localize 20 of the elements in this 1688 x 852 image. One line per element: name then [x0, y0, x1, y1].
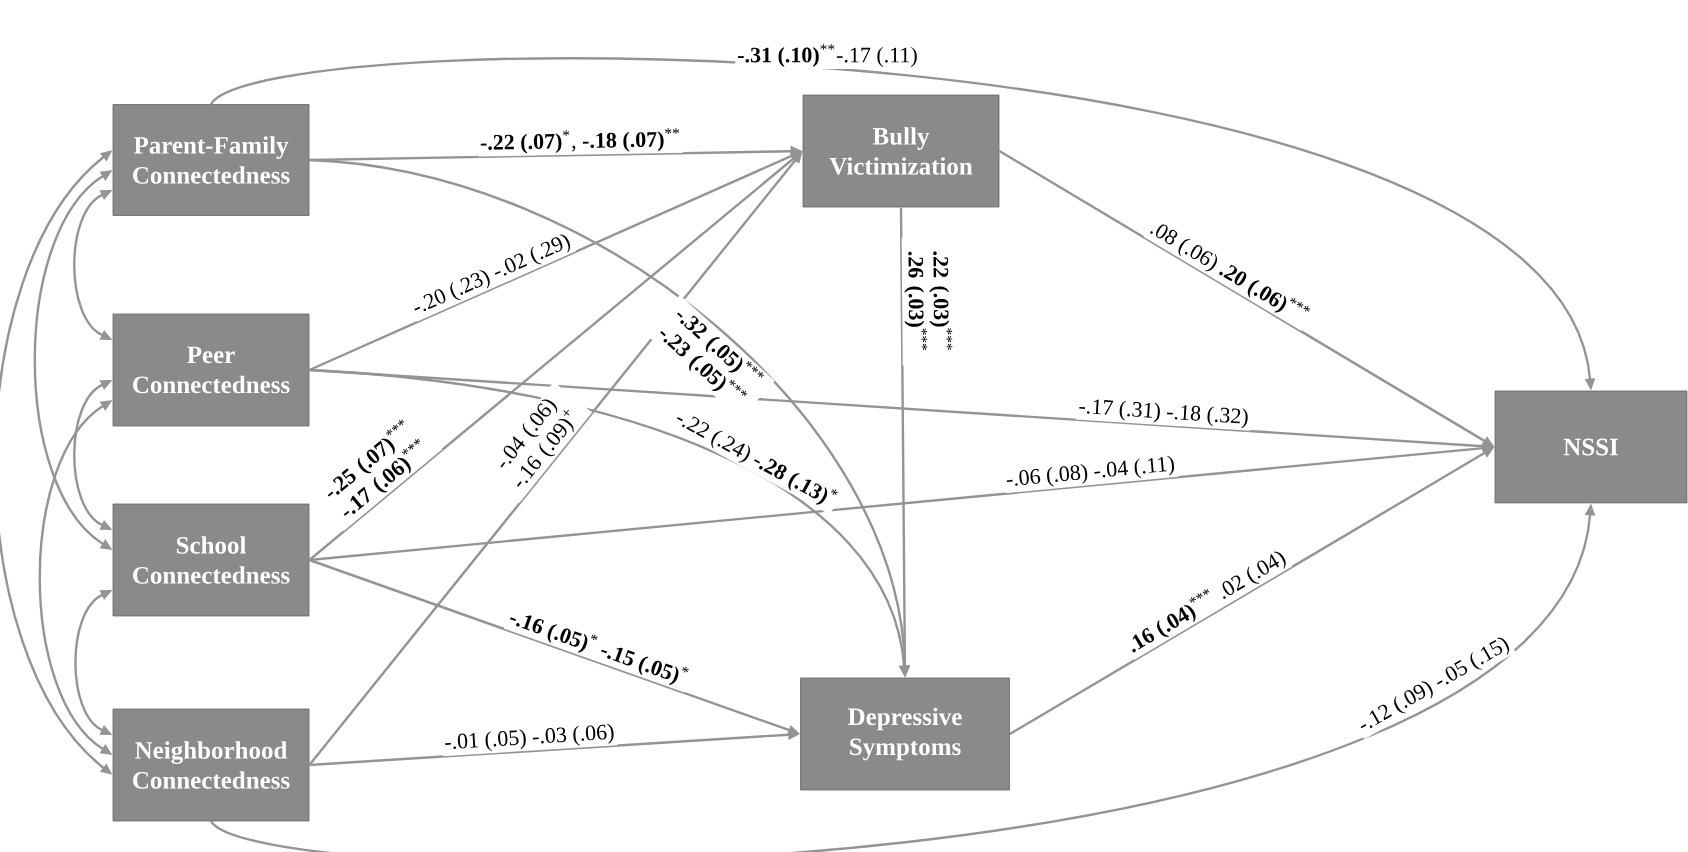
- edge-label: -.22 (.07)$^{*}$, -.18 (.07)$^{**}$: [477, 126, 684, 157]
- variable-box: Depressive Symptoms: [800, 677, 1010, 791]
- edge-label: -.06 (.08) -.04 (.11): [1002, 452, 1178, 494]
- edge-label: -.22 (.24) -.28 (.13)$^{*}$: [669, 403, 843, 515]
- variable-box: Bully Victimization: [802, 94, 1000, 208]
- variable-box: Peer Connectedness: [112, 313, 310, 427]
- edge-label: -.25 (.07)$^{***}$ -.17 (.06)$^{***}$: [310, 409, 443, 531]
- edge-label: .22 (.03)$^{***}$ .26 (.03)$^{***}$: [901, 237, 955, 366]
- edge-label: .16 (.04)$^{***}$ .02 (.04): [1120, 543, 1293, 660]
- edge-label: -.20 (.23) -.02 (.29): [407, 229, 577, 322]
- variable-box: Parent-Family Connectedness: [112, 104, 310, 216]
- edge-label: -.31 (.10)$^{**}$-.17 (.11): [735, 42, 920, 69]
- variable-box: Neighborhood Connectedness: [112, 708, 310, 822]
- edge-label: -.17 (.31) -.18 (.32): [1075, 395, 1252, 431]
- variable-box: School Connectedness: [112, 503, 310, 617]
- edge-label: -.01 (.05) -.03 (.06): [441, 721, 618, 757]
- edge-label: -.12 (.09) -.05 (.15): [1352, 631, 1516, 740]
- edge-label: .08 (.06) .20 (.06)$^{***}$: [1143, 213, 1316, 332]
- variable-box: NSSI: [1494, 390, 1688, 504]
- edge-label: -.16 (.05)$^{*}$ -.15 (.05)$^{*}$: [503, 603, 694, 693]
